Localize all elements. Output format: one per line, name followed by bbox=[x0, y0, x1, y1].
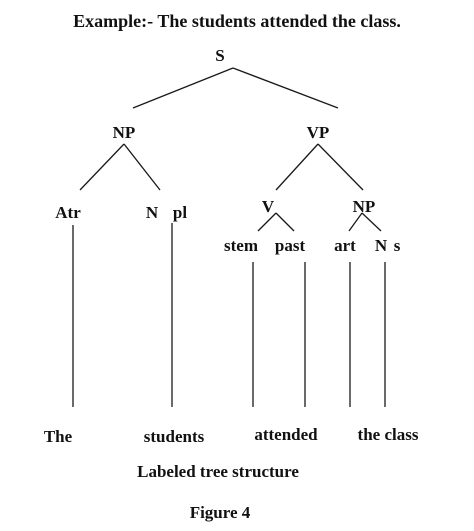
node-np2: NP bbox=[353, 197, 376, 216]
node-v: V bbox=[262, 197, 275, 216]
diagram-caption: Labeled tree structure bbox=[137, 462, 299, 481]
edge-np2-art bbox=[348, 212, 363, 232]
node-atr: Atr bbox=[55, 203, 81, 222]
edge-np-atr bbox=[79, 143, 125, 191]
node-n: N bbox=[146, 203, 159, 222]
edge-np-n bbox=[123, 143, 161, 191]
node-pl: pl bbox=[173, 203, 187, 222]
node-stem: stem bbox=[224, 236, 258, 255]
diagram-title: Example:- The students attended the clas… bbox=[73, 11, 401, 31]
word-students: students bbox=[144, 427, 205, 446]
figure-label: Figure 4 bbox=[190, 503, 251, 522]
edge-vp-v bbox=[275, 143, 319, 191]
node-s: S bbox=[215, 46, 224, 65]
edge-v-stem bbox=[257, 212, 277, 232]
word-the-class: the class bbox=[358, 425, 419, 444]
node-s2: s bbox=[394, 236, 401, 255]
edge-vp-np bbox=[317, 143, 364, 191]
node-art: art bbox=[334, 236, 356, 255]
edge-np2-n bbox=[361, 212, 382, 232]
tree-edges bbox=[72, 67, 386, 407]
word-the: The bbox=[44, 427, 73, 446]
word-attended: attended bbox=[254, 425, 318, 444]
node-np: NP bbox=[113, 123, 136, 142]
tree-nodes: S NP VP Atr N pl V NP stem past art N s bbox=[55, 46, 400, 255]
edge-s-np bbox=[132, 67, 234, 109]
node-vp: VP bbox=[307, 123, 330, 142]
terminal-words: The students attended the class bbox=[44, 425, 419, 446]
node-past: past bbox=[275, 236, 306, 255]
edge-v-past bbox=[275, 212, 295, 232]
edge-s-vp bbox=[232, 67, 339, 109]
node-n2: N bbox=[375, 236, 388, 255]
